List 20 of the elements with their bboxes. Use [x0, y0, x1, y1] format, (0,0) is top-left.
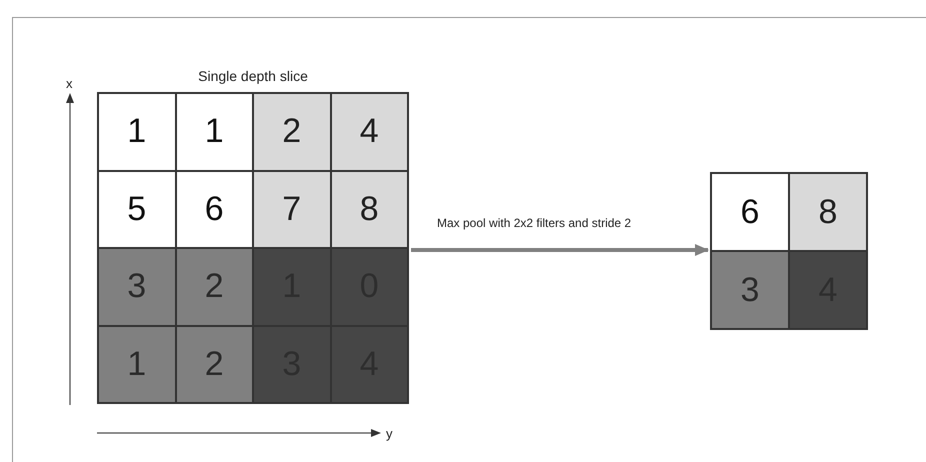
matrix-cell: 1	[176, 93, 253, 170]
axis-label: y	[386, 426, 392, 441]
matrix-cell: 2	[176, 326, 253, 403]
matrix-cell: 2	[253, 93, 330, 170]
grid-title: Single depth slice	[198, 68, 308, 84]
edge-label: Max pool with 2x2 filters and stride 2	[437, 216, 632, 230]
matrix-cell: 6	[711, 173, 789, 251]
matrix-cell: 5	[98, 170, 176, 248]
matrix-cell: 4	[330, 93, 408, 170]
matrix-cell: 7	[253, 170, 330, 248]
arrow	[411, 244, 709, 256]
axis-label: x	[66, 76, 72, 91]
matrix-cell: 2	[176, 248, 253, 326]
matrix-cell: 3	[98, 248, 176, 326]
matrix-cell: 8	[330, 170, 408, 248]
matrix-cell: 6	[176, 170, 253, 248]
matrix-cell: 8	[789, 173, 867, 251]
matrix-cell: 1	[98, 93, 176, 170]
matrix-cell: 3	[711, 251, 789, 329]
matrix-cell: 1	[98, 326, 176, 403]
